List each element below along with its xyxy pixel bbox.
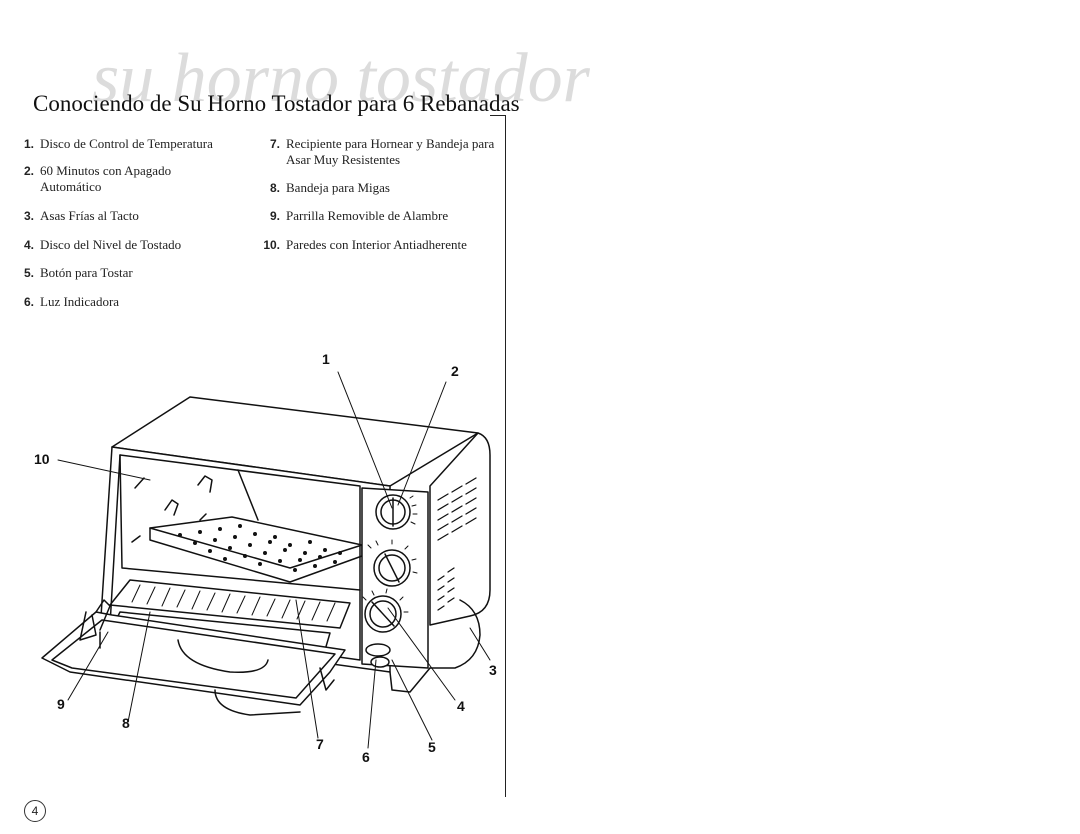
legend-number: 6. — [23, 295, 34, 309]
legend-number: 10. — [263, 238, 280, 252]
legend-number: 8. — [269, 181, 280, 195]
legend-text: Asas Frías al Tacto — [40, 208, 139, 223]
legend-text: Recipiente para Hornear y Bandeja para A… — [286, 136, 495, 167]
legend-item: 8. Bandeja para Migas — [258, 180, 496, 196]
legend-item: 1. Disco de Control de Temperatura — [18, 136, 240, 152]
legend-text: Luz Indicadora — [40, 294, 120, 309]
legend-item: 9. Parrilla Removible de Alambre — [258, 208, 496, 224]
legend-text: Disco del Nivel de Tostado — [40, 237, 182, 252]
section-watermark: su horno tostador — [92, 40, 590, 117]
legend-text: 60 Minutos con Apagado Automático — [40, 163, 172, 194]
column-rule — [505, 115, 506, 797]
callout-7: 7 — [316, 736, 324, 752]
page-number: 4 — [24, 800, 46, 822]
callout-4: 4 — [457, 698, 465, 714]
legend-item: 10. Paredes con Interior Antiadherente — [258, 237, 496, 253]
legend-number: 3. — [23, 209, 34, 223]
legend-number: 7. — [269, 137, 280, 151]
legend-number: 2. — [23, 164, 34, 178]
legend-item: 2. 60 Minutos con Apagado Automático — [18, 163, 200, 195]
title-rule — [490, 115, 506, 116]
legend-text: Bandeja para Migas — [286, 180, 390, 195]
legend-number: 4. — [23, 238, 34, 252]
legend-item: 5. Botón para Tostar — [18, 265, 240, 281]
callout-6: 6 — [362, 749, 370, 765]
callout-5: 5 — [428, 739, 436, 755]
legend-item: 6. Luz Indicadora — [18, 294, 240, 310]
callout-8: 8 — [122, 715, 130, 731]
legend-item: 4. Disco del Nivel de Tostado — [18, 237, 240, 253]
callout-1: 1 — [322, 351, 330, 367]
legend-number: 9. — [269, 209, 280, 223]
legend-item: 7. Recipiente para Hornear y Bandeja para… — [258, 136, 496, 168]
callout-2: 2 — [451, 363, 459, 379]
legend-text: Paredes con Interior Antiadherente — [286, 237, 467, 252]
page-title: Conociendo de Su Horno Tostador para 6 R… — [33, 91, 520, 116]
legend-text: Parrilla Removible de Alambre — [286, 208, 449, 223]
legend-item: 3. Asas Frías al Tacto — [18, 208, 240, 224]
legend-number: 5. — [23, 266, 34, 280]
callout-3: 3 — [489, 662, 497, 678]
legend-text: Disco de Control de Temperatura — [40, 136, 213, 151]
legend-number: 1. — [23, 137, 34, 151]
legend-text: Botón para Tostar — [40, 265, 133, 280]
callout-10: 10 — [34, 451, 50, 467]
callout-9: 9 — [57, 696, 65, 712]
